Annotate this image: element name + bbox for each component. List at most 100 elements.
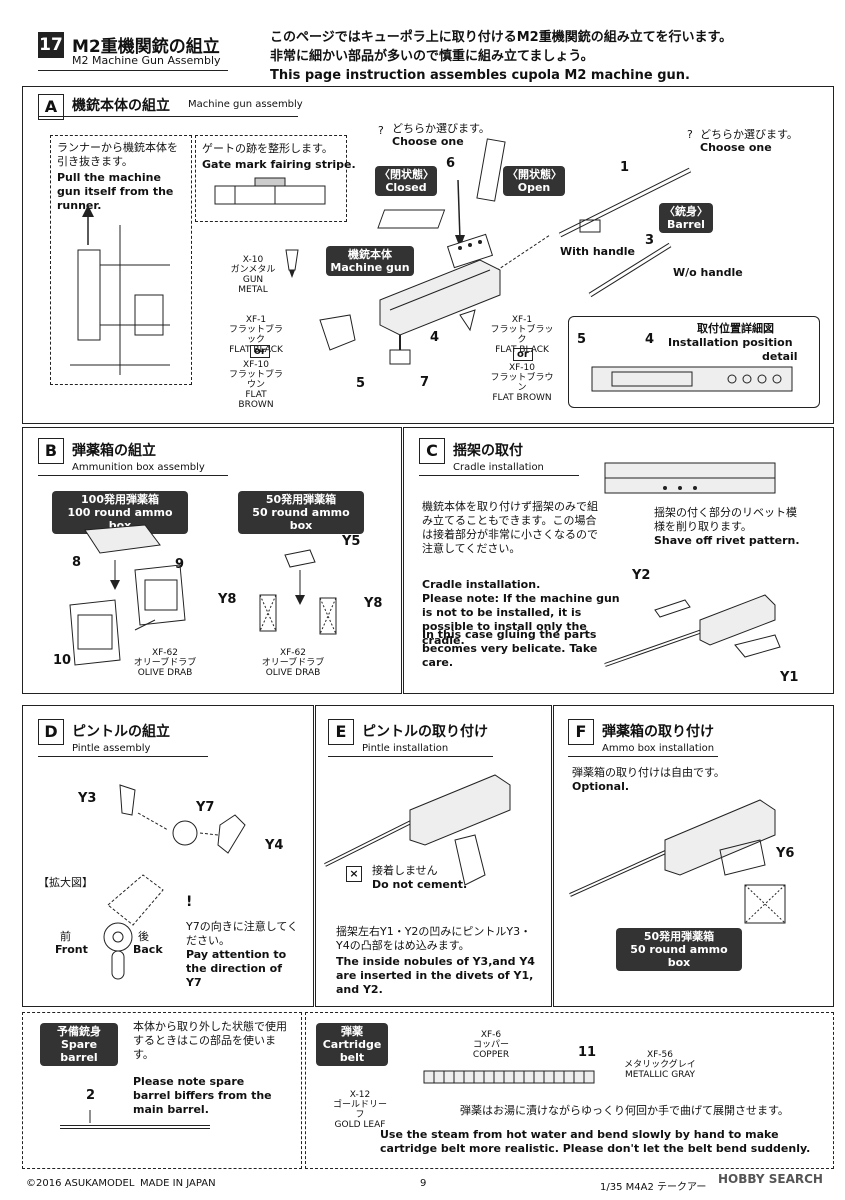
or-label-left: or: [250, 345, 270, 358]
section-c-rule: [419, 475, 579, 476]
runner-note-ja: ランナーから機銃本体を引き抜きます。: [57, 141, 178, 168]
rivet-note-en: Shave off rivet pattern.: [654, 534, 800, 547]
section-a-letter: A: [38, 94, 64, 120]
box50-install-en: 50 round ammo box: [630, 943, 728, 969]
spare-barrel-frame: [22, 1012, 302, 1169]
box50-ja: 50発用弾薬箱: [265, 493, 337, 506]
cover-part-drawing: [377, 138, 506, 248]
choose-en-2: Choose one: [700, 141, 772, 154]
pintle-install-note-en: The inside nobules of Y3,and Y4 are inse…: [336, 955, 535, 996]
cradle-gun-drawing: [604, 594, 781, 667]
watermark: HOBBY SEARCH: [718, 1172, 823, 1186]
small-parts-drawing: [319, 309, 476, 365]
xf62-ja-r: オリーブドラブ: [261, 658, 325, 668]
spare-tag-en: Spare barrel: [60, 1038, 98, 1064]
section-f-letter: F: [568, 719, 594, 745]
xf62-code-l: XF-62: [151, 648, 179, 658]
nocement-en: Do not cement.: [372, 878, 468, 891]
runner-note-en: Pull the machine gun itself from the run…: [57, 171, 174, 212]
xf62-en-r: OLIVE DRAB: [265, 668, 321, 678]
step-number: 17: [38, 32, 64, 58]
mg-ja: 機銃本体: [348, 248, 392, 261]
paint-xf10-ja-r: フラットブラウン: [490, 373, 554, 393]
paint-xf10-code-r: XF-10: [508, 363, 536, 373]
paint-xf1-en: FLAT BLACK: [229, 345, 283, 355]
ammo-install-note-en: Optional.: [572, 780, 630, 793]
x12-code: X-12: [349, 1090, 371, 1100]
paint-xf1-ja-r: フラットブラック: [490, 325, 554, 345]
section-b-title: 弾薬箱の組立: [72, 443, 156, 459]
closed-tag: 〈閉状態〉Closed: [375, 166, 437, 196]
front-en: Front: [55, 943, 88, 956]
part-10: 10: [53, 653, 72, 668]
choose-ja-2: どちらか選びます。: [700, 128, 798, 141]
spare-barrel-drawing: [60, 1110, 210, 1129]
section-d-frame: [22, 705, 314, 1007]
cradle-note-en-2: Please note: If the machine gun is not t…: [422, 592, 620, 647]
pintle-install-drawing: [324, 774, 511, 886]
box50-en: 50 round ammo box: [252, 506, 350, 532]
section-a-subtitle: Machine gun assembly: [188, 99, 303, 110]
pintle-zoom-drawing: [103, 874, 164, 980]
barrel-drawing: [429, 167, 692, 316]
zoom-label: 【拡大図】: [38, 876, 93, 889]
detail-en-2: detail: [762, 350, 798, 363]
section-b-subtitle: Ammunition box assembly: [72, 462, 205, 473]
runner-drawing: [70, 205, 170, 375]
barrel-tag: 〈銃身〉Barrel: [659, 203, 713, 233]
section-d-rule: [38, 756, 208, 757]
box50-drawing: [259, 549, 337, 635]
section-a-title: 機銃本体の組立: [72, 98, 170, 114]
choose-ja-1: どちらか選びます。: [392, 122, 490, 135]
rivet-note-ja: 揺架の付く部分のリベット模様を削り取ります。: [654, 506, 797, 533]
section-b-letter: B: [38, 438, 64, 464]
paint-xf1-en-r: FLAT BLACK: [495, 345, 549, 355]
page-number: 9: [420, 1178, 427, 1189]
made-in-japan: MADE IN JAPAN: [140, 1178, 216, 1189]
belt-tag-ja: 弾薬: [341, 1025, 363, 1038]
section-a-rule: [38, 116, 298, 117]
cradle-note-en-3: In this case gluing the parts becomes ve…: [422, 628, 598, 669]
detail-part-4: 4: [645, 332, 655, 347]
part-5: 5: [356, 376, 366, 391]
front-ja: 前: [60, 930, 71, 943]
section-c-frame: [403, 427, 834, 694]
product-name: 1/35 M4A2 テークアー: [600, 1182, 707, 1193]
paint-xf10-en: FLAT BROWN: [238, 390, 274, 410]
section-f-frame: [553, 705, 834, 1007]
back-en: Back: [133, 943, 163, 956]
copyright: ©2016 ASUKAMODEL: [26, 1178, 135, 1189]
paint-xf1-code: XF-1: [245, 315, 267, 325]
choose-en-1: Choose one: [392, 135, 464, 148]
cartridge-belt-drawing: [423, 1070, 595, 1084]
machine-gun-body-drawing: [379, 233, 501, 336]
with-handle-label: With handle: [560, 245, 636, 258]
part-6: 6: [446, 156, 456, 171]
open-ja: 〈開状態〉: [507, 168, 562, 181]
belt-tag-en-1: Cartridge: [322, 1038, 382, 1051]
part-y7: Y7: [196, 800, 215, 815]
part-2: 2: [86, 1088, 96, 1103]
part-11: 11: [578, 1045, 597, 1060]
xf62-code-r: XF-62: [279, 648, 307, 658]
step-title: M2重機関銃の組立: [72, 37, 220, 57]
xf62-ja-l: オリーブドラブ: [133, 658, 197, 668]
section-c-subtitle: Cradle installation: [453, 462, 544, 473]
section-a-frame: [22, 86, 834, 424]
gate-note-ja: ゲートの跡を整形します。: [202, 142, 333, 155]
part-1: 1: [620, 160, 630, 175]
part-y5: Y5: [342, 534, 361, 549]
warning-icon: !: [186, 894, 193, 910]
gate-note-en: Gate mark fairing stripe.: [202, 158, 356, 171]
intro-ja-line-1: このページではキューポラ上に取り付けるM2重機関銃の組み立てを行います。: [270, 30, 733, 45]
